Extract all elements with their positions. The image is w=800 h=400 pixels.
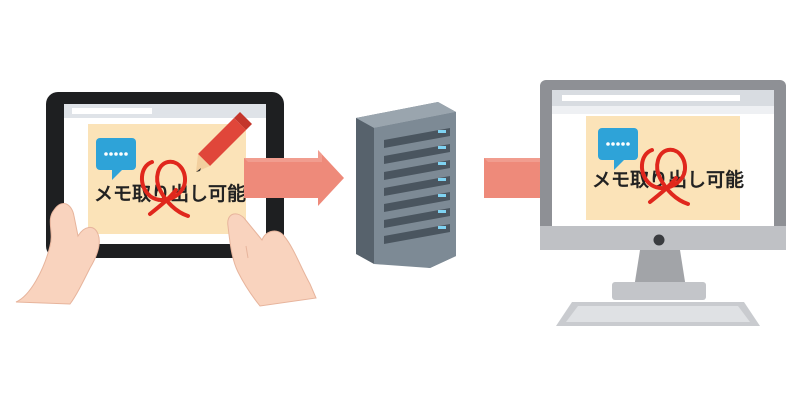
memo-text: メモ取り出し可能 [592,168,744,191]
tablet-address-field [72,108,152,114]
red-handwritten-mark [640,147,690,206]
keyboard-keys [566,306,750,322]
chat-bubble-icon [96,138,136,180]
memo-text: メモ取り出し可能 [94,182,246,205]
monitor-base [612,282,706,300]
server-drive-bays [384,128,450,244]
server-leds [438,130,446,229]
server-side [356,118,374,264]
chat-bubble-icon [598,128,638,170]
server-top [356,102,456,128]
right-hand [227,213,317,307]
red-handwritten-mark [140,159,190,218]
server-icon [356,102,456,268]
tablet-browser-bar [64,104,266,118]
desktop-memo-card: メモ取り出し可能 [586,116,744,220]
monitor-power-button [653,234,665,246]
monitor-address-field [562,95,740,101]
monitor-neck [634,250,686,288]
left-hand [15,202,100,305]
monitor-toolbar [552,106,774,114]
arrow-tablet-to-server [244,150,344,206]
desktop-monitor: メモ取り出し可能 [540,80,786,326]
pencil-icon [196,112,252,172]
